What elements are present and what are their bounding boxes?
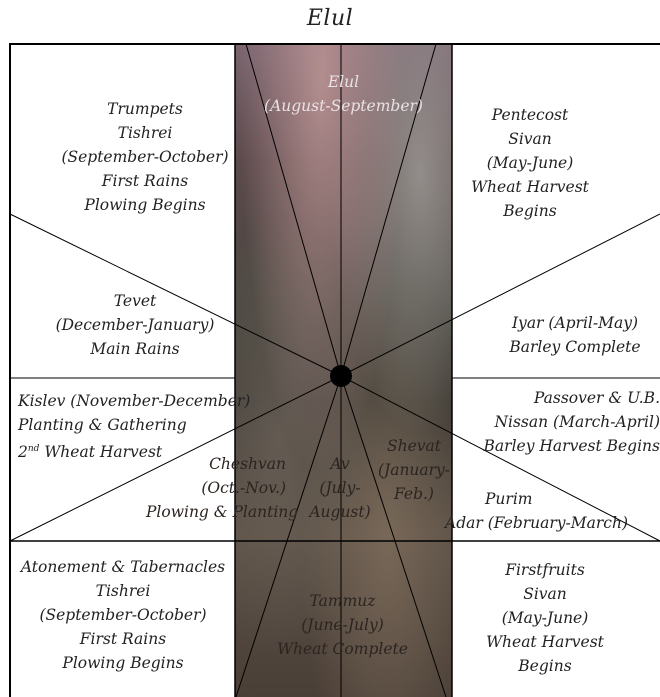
spoke-lower-right [340, 375, 660, 542]
season-note: Planting & Gathering [18, 416, 187, 434]
month-range: (Oct.-Nov.) [201, 479, 286, 497]
center-month-name: Elul [327, 73, 360, 91]
cell-lower-left: Kislev (November-December) Planting & Ga… [18, 389, 251, 464]
feast-name: Passover & U.B. [533, 389, 660, 407]
month-name: Shevat [386, 437, 441, 455]
season-note: Barley Complete [509, 338, 641, 356]
month-range: (September-October) [61, 148, 229, 166]
month-range: (December-January) [55, 316, 215, 334]
cell-top-right: Pentecost Sivan (May-June) Wheat Harvest… [455, 103, 605, 223]
season-note: Wheat Harvest [486, 633, 604, 651]
feast-name: Trumpets [107, 100, 183, 118]
month-range: (May-June) [501, 609, 589, 627]
season-note-rest: Wheat Harvest [39, 443, 163, 462]
season-note: Plowing Begins [84, 196, 206, 214]
cell-av: Av (July- August) [300, 452, 380, 524]
feast-name: Firstfruits [505, 561, 585, 579]
diagram-title: Elul [306, 6, 354, 31]
month-range: August) [309, 503, 371, 521]
month-name: Av [330, 455, 350, 473]
cell-shevat: Shevat (January- Feb.) [374, 434, 454, 506]
month-name: Sivan [523, 585, 567, 603]
cell-bottom-right: Firstfruits Sivan (May-June) Wheat Harve… [470, 558, 620, 678]
month-name: Tevet [113, 292, 157, 310]
feast-name: Atonement & Tabernacles [20, 558, 226, 576]
month-range: (January- [377, 461, 451, 479]
spoke-bottom-right [340, 375, 447, 697]
feast-name: Purim [485, 490, 533, 508]
cell-middle-right: Iyar (April-May) Barley Complete [490, 311, 660, 359]
month-name: Tammuz [309, 592, 376, 610]
month-range: (June-July) [301, 616, 384, 634]
center-month-range: (August-September) [264, 97, 423, 115]
center-point [330, 365, 352, 387]
month-range: (September-October) [39, 606, 207, 624]
month-name: Tishrei [117, 124, 173, 142]
cell-cheshvan: Cheshvan (Oct.-Nov.) Plowing & Planting [146, 452, 299, 524]
season-note: Begins [503, 202, 557, 220]
cell-bottom-center: Tammuz (June-July) Wheat Complete [270, 589, 415, 661]
season-note: Wheat Harvest [471, 178, 589, 196]
month-name: Iyar (April-May) [511, 314, 639, 332]
ordinal-number: 2 [18, 443, 28, 462]
month-name: Sivan [508, 130, 552, 148]
month-name: Tishrei [95, 582, 151, 600]
season-note: Begins [518, 657, 572, 675]
spoke-top-right [340, 43, 437, 377]
season-note: Barley Harvest Begins [483, 437, 660, 455]
spoke-top-left [245, 43, 342, 377]
month-name: Adar (February-March) [445, 514, 629, 532]
ordinal-suffix: nd [27, 444, 40, 454]
season-note: Plowing & Planting [146, 503, 299, 521]
season-note: First Rains [79, 630, 167, 648]
feast-name: Pentecost [491, 106, 569, 124]
season-note: First Rains [101, 172, 189, 190]
cell-middle-left: Tevet (December-January) Main Rains [50, 289, 220, 361]
season-note: 2nd Wheat Harvest [18, 437, 233, 464]
center-month-label: Elul (August-September) [256, 70, 431, 118]
season-note: Main Rains [90, 340, 180, 358]
month-name: Kislev (November-December) [18, 392, 251, 410]
season-note: Plowing Begins [62, 654, 184, 672]
spoke-lower-left [9, 375, 342, 542]
cell-bottom-left: Atonement & Tabernacles Tishrei (Septemb… [12, 555, 234, 675]
month-range: Feb.) [394, 485, 434, 503]
season-note: Wheat Complete [277, 640, 408, 658]
month-name: Nissan (March-April) [494, 413, 660, 431]
month-range: (July- [319, 479, 361, 497]
spoke-upper-right [340, 213, 660, 377]
cell-lower-right: Passover & U.B. Nissan (March-April) Bar… [455, 386, 660, 458]
cell-purim: Purim Adar (February-March) [445, 487, 660, 535]
month-name: Cheshvan [209, 455, 286, 473]
spoke-upper-left [9, 213, 342, 377]
month-range: (May-June) [486, 154, 574, 172]
spoke-bottom-left [235, 375, 342, 697]
cell-top-left: Trumpets Tishrei (September-October) Fir… [60, 97, 230, 217]
